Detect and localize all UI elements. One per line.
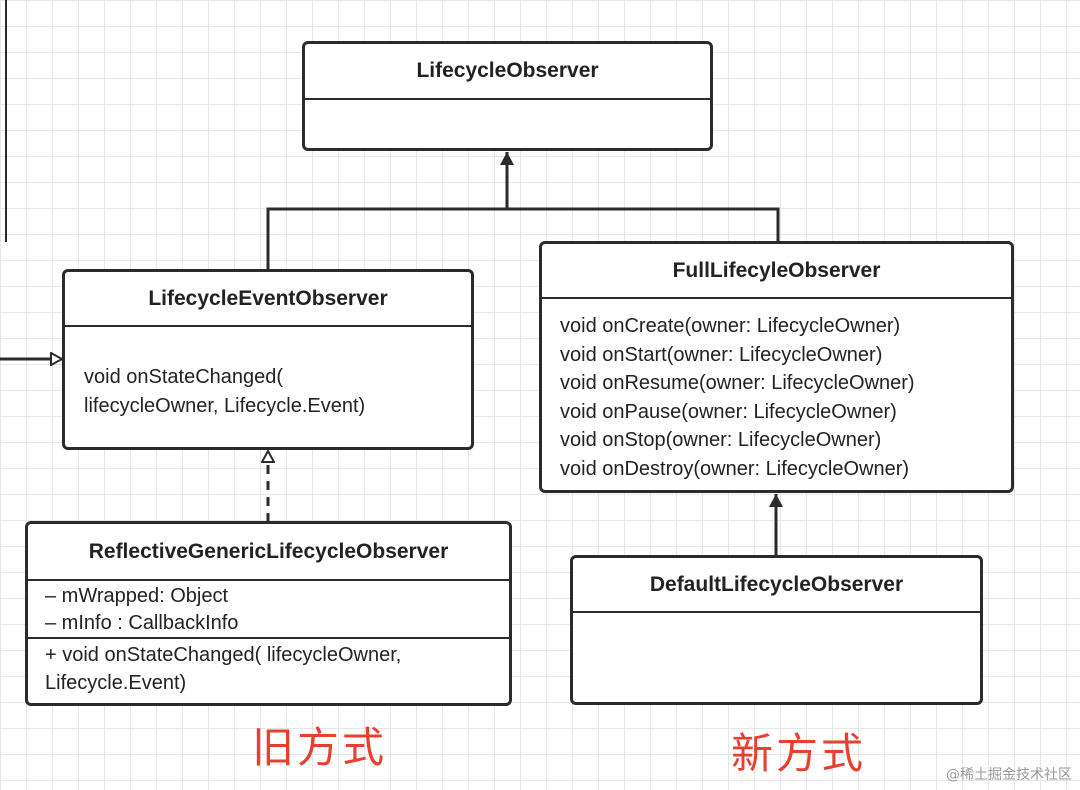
method-line: void onResume(owner: LifecycleOwner) bbox=[560, 372, 915, 394]
class-name: FullLifecyleObserver bbox=[542, 244, 1011, 299]
inherit-line-full-observer bbox=[507, 207, 780, 242]
method-line: void onCreate(owner: LifecycleOwner) bbox=[560, 315, 901, 337]
watermark: @稀土掘金技术社区 bbox=[946, 767, 1072, 783]
new-way-caption: 新方式 bbox=[731, 729, 867, 778]
method-line: void onStart(owner: LifecycleOwner) bbox=[560, 343, 883, 366]
field-line: – mInfo : CallbackInfo bbox=[45, 612, 239, 634]
class-full-lifecycle-observer[interactable]: FullLifecyleObserver void onCreate(owner… bbox=[539, 241, 1014, 493]
method-line: lifecycleOwner, Lifecycle.Event) bbox=[84, 394, 366, 417]
class-lifecycle-event-observer[interactable]: LifecycleEventObserver void onStateChang… bbox=[62, 269, 474, 450]
class-reflective-generic-lifecycle-observer[interactable]: ReflectiveGenericLifecycleObserver – mWr… bbox=[25, 521, 512, 706]
method-line: Lifecycle.Event) bbox=[45, 672, 187, 694]
field-line: – mWrapped: Object bbox=[45, 585, 229, 607]
method-line: void onStateChanged( bbox=[84, 366, 284, 388]
class-lifecycle-observer[interactable]: LifecycleObserver bbox=[302, 41, 713, 151]
method-line: void onStop(owner: LifecycleOwner) bbox=[560, 429, 882, 451]
class-name: LifecycleObserver bbox=[305, 44, 710, 100]
method-line: + void onStateChanged( lifecycleOwner, bbox=[45, 644, 402, 666]
class-name: LifecycleEventObserver bbox=[65, 272, 471, 327]
class-methods: void onCreate(owner: LifecycleOwner) voi… bbox=[542, 299, 1011, 483]
class-methods: + void onStateChanged( lifecycleOwner, L… bbox=[28, 637, 509, 697]
class-methods: void onStateChanged( lifecycleOwner, Lif… bbox=[65, 327, 471, 420]
method-line: void onDestroy(owner: LifecycleOwner) bbox=[560, 457, 910, 480]
inherit-line-event-observer bbox=[266, 207, 507, 270]
method-line: void onPause(owner: LifecycleOwner) bbox=[560, 400, 897, 423]
class-name: ReflectiveGenericLifecycleObserver bbox=[28, 524, 509, 581]
class-default-lifecycle-observer[interactable]: DefaultLifecycleObserver bbox=[570, 555, 983, 705]
class-fields: – mWrapped: Object – mInfo : CallbackInf… bbox=[28, 581, 509, 637]
old-way-caption: 旧方式 bbox=[252, 723, 388, 772]
class-name: DefaultLifecycleObserver bbox=[573, 558, 980, 613]
